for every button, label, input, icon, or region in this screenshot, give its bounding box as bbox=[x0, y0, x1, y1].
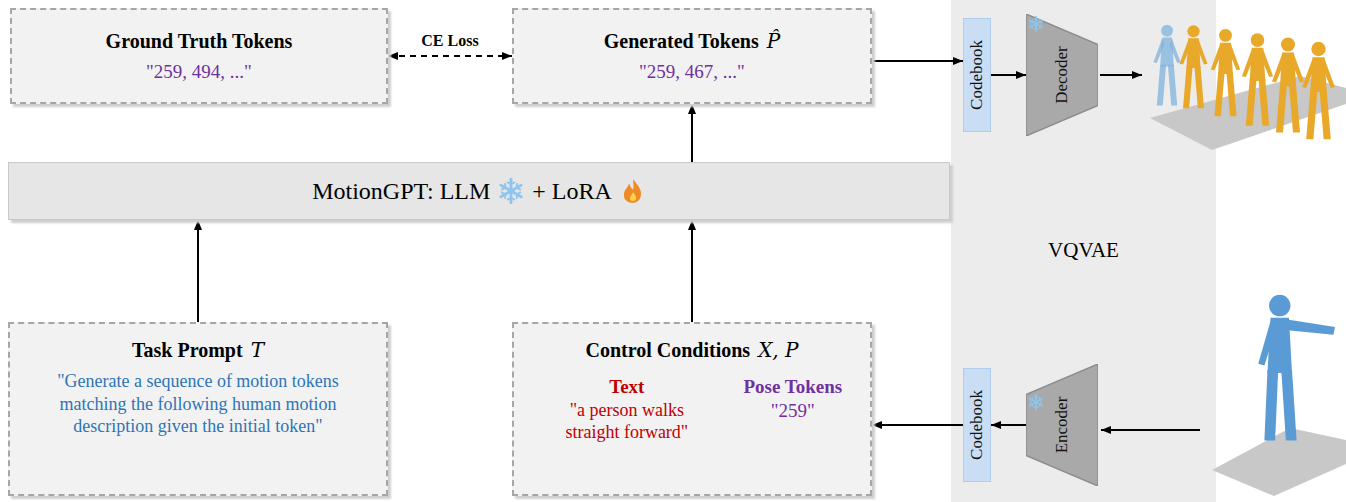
math-symbol: X, P bbox=[758, 338, 798, 362]
floor bbox=[1212, 428, 1346, 496]
decoder-trapezoid: Decoder bbox=[1026, 14, 1098, 136]
encoder-trapezoid: Encoder bbox=[1026, 364, 1098, 486]
heading: Task Prompt bbox=[132, 339, 243, 362]
flow-arrow bbox=[691, 104, 693, 162]
snowflake-icon bbox=[498, 178, 524, 204]
token-box: Generated Tokens P̂ "259, 467, ..." bbox=[512, 8, 872, 104]
vqvae-panel: VQVAECodebookDecoderCodebookEncoder bbox=[951, 0, 1216, 502]
motion-figure bbox=[1211, 29, 1240, 116]
flame-icon bbox=[620, 178, 646, 204]
math-symbol: P̂ bbox=[767, 29, 780, 53]
label-text: MotionGPT: LLM bbox=[312, 178, 490, 205]
motion-figure bbox=[1242, 33, 1273, 126]
heading: Generated Tokens bbox=[604, 30, 759, 53]
heading: Text bbox=[609, 376, 644, 398]
label-text: "a person walks straight forward" bbox=[542, 400, 712, 443]
motion-figure bbox=[1180, 25, 1208, 108]
heading: Control Conditions bbox=[585, 339, 750, 362]
heading: Ground Truth Tokens bbox=[106, 30, 293, 53]
start-pose-figure bbox=[1153, 25, 1180, 106]
decoder-output-arrow bbox=[1100, 74, 1142, 76]
motion-figure bbox=[1302, 42, 1335, 139]
label-text: Decoder bbox=[1052, 46, 1072, 104]
flow-arrow bbox=[872, 60, 963, 62]
flow-arrow bbox=[991, 424, 1026, 426]
heading: Pose Tokens bbox=[743, 376, 842, 398]
label-text: + LoRA bbox=[532, 178, 612, 205]
token-box: Ground Truth Tokens "259, 494, ..." bbox=[10, 8, 388, 104]
vqvae-panel-fill bbox=[951, 0, 1216, 502]
flow-arrow bbox=[872, 424, 963, 426]
label-text: "259, 467, ..." bbox=[639, 61, 745, 83]
label-text: VQVAE bbox=[951, 238, 1216, 263]
flow-arrow bbox=[197, 220, 199, 322]
encoder-input-arrow bbox=[1101, 429, 1200, 431]
input-pose-figure bbox=[1258, 295, 1335, 441]
motion-figure bbox=[1272, 38, 1304, 133]
snowflake-icon bbox=[1028, 16, 1044, 32]
model-bar: MotionGPT: LLM + LoRA bbox=[8, 162, 950, 220]
snowflake-icon bbox=[1028, 394, 1044, 410]
label-text: Encoder bbox=[1052, 397, 1072, 454]
codebook-box: Codebook bbox=[963, 368, 991, 482]
label-text: Codebook bbox=[967, 390, 987, 460]
label-text: Codebook bbox=[967, 40, 987, 110]
label-text: "259" bbox=[771, 400, 815, 422]
loss-connector bbox=[388, 55, 512, 57]
edge-label: CE Loss bbox=[418, 32, 481, 50]
flow-arrow bbox=[691, 220, 693, 322]
label-text: "Generate a sequence of motion tokens ma… bbox=[22, 370, 374, 438]
condition-box: Control Conditions X, P Text"a person walk… bbox=[512, 322, 872, 496]
prompt-box: Task Prompt T "Generate a sequence of moti… bbox=[8, 322, 388, 496]
flow-arrow bbox=[991, 74, 1026, 76]
label-text: "259, 494, ..." bbox=[146, 61, 252, 83]
math-symbol: T bbox=[251, 338, 264, 362]
codebook-box: Codebook bbox=[963, 18, 991, 132]
